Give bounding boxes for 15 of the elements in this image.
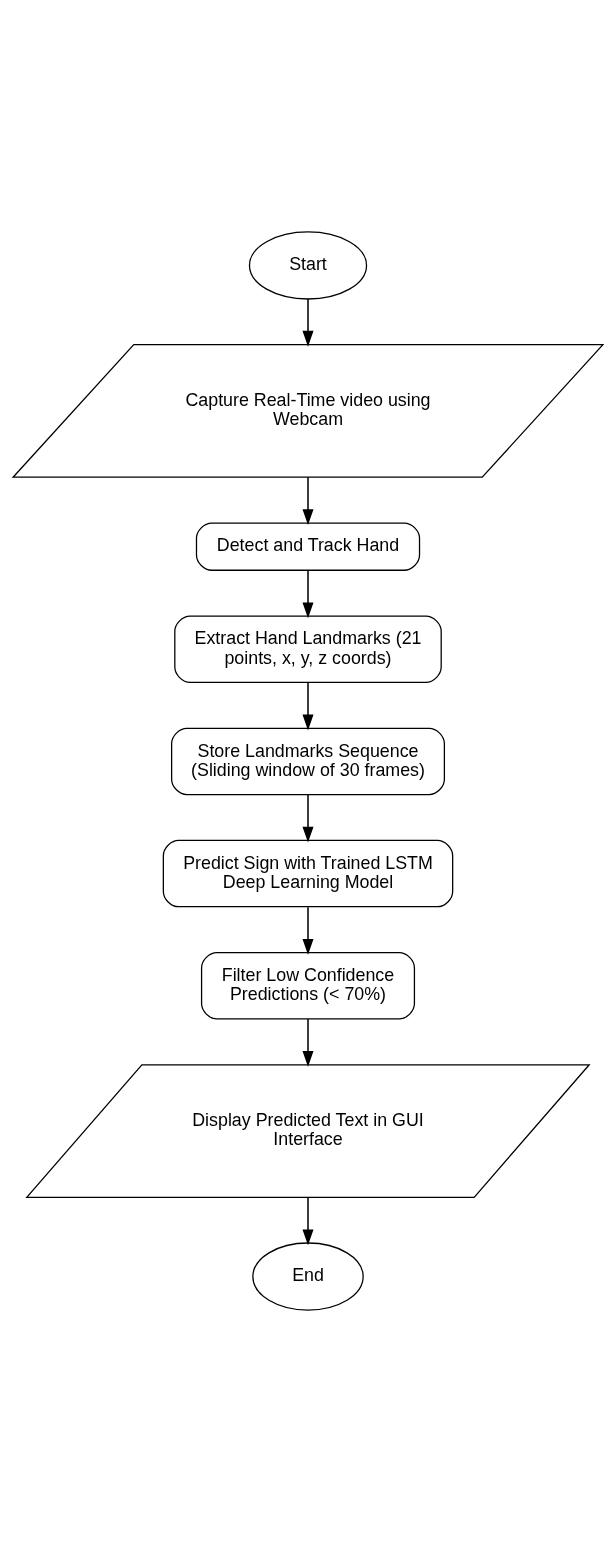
arrow: [302, 681, 314, 730]
node-box: Detect and Track Hand: [195, 521, 421, 571]
node-box: Extract Hand Landmarks (21 points, x, y, z coords): [174, 615, 442, 683]
arrow: [302, 476, 314, 525]
node-box: Filter Low Confidence Predictions (< 70%): [200, 951, 416, 1020]
arrow: [302, 569, 314, 618]
node-ellipse: Start: [248, 230, 368, 300]
node-box: Store Landmarks Sequence (Sliding window of 30 frames): [171, 727, 445, 795]
arrow: [302, 905, 314, 955]
node-box: Predict Sign with Trained LSTM Deep Learning Model: [162, 839, 454, 907]
arrow: [302, 793, 314, 843]
node-ellipse: End: [252, 1241, 364, 1311]
arrow: [302, 1196, 314, 1245]
arrow: [302, 1017, 314, 1067]
arrow: [302, 297, 314, 347]
